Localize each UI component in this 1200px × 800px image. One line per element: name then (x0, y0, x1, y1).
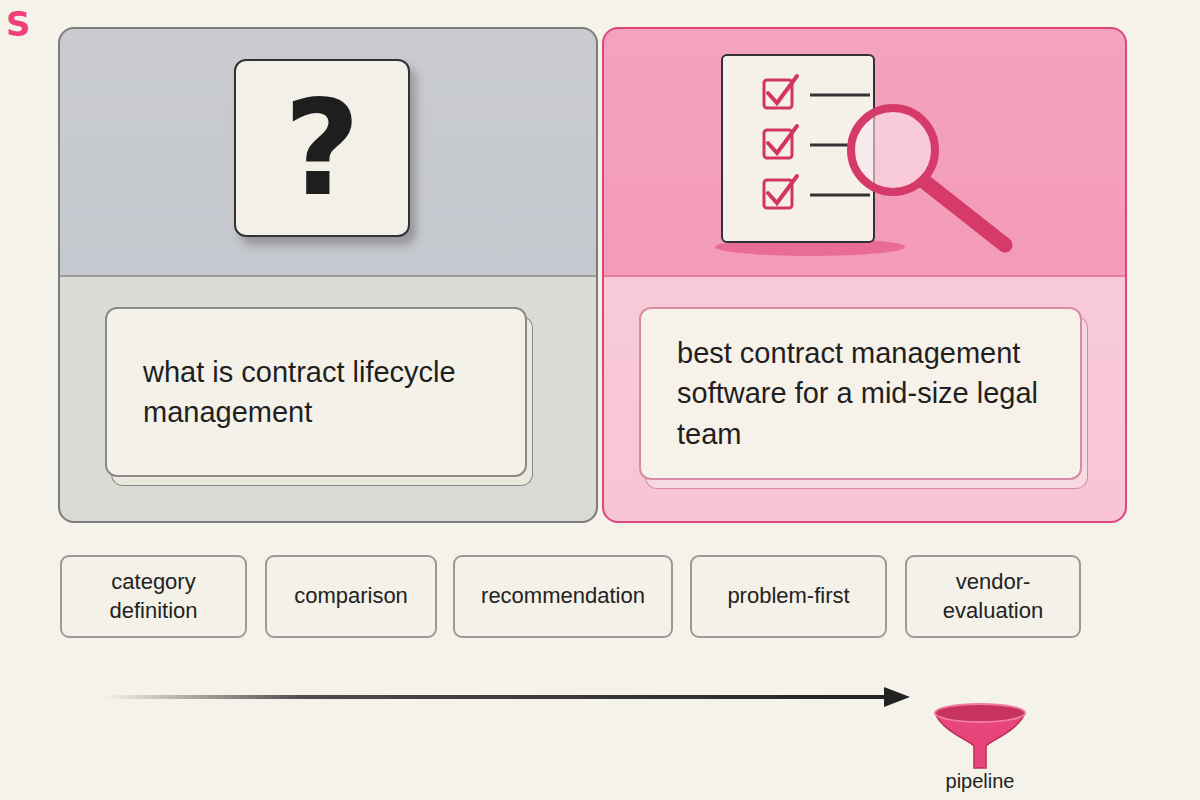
arrow-head (884, 687, 910, 707)
pipeline-funnel: pipeline (925, 700, 1035, 798)
query-card: what is contract lifecycle management (105, 307, 527, 477)
checkbox (764, 180, 792, 208)
check-mark (768, 176, 797, 203)
node-text: category definition (82, 568, 225, 625)
stage-chip: comparison (265, 555, 437, 638)
check-mark (768, 126, 797, 153)
node-text: recommendation (481, 582, 645, 611)
node-text: best contract management software for a … (677, 333, 1050, 453)
stage-chip: category definition (60, 555, 247, 638)
node-text: problem-first (727, 582, 849, 611)
node-text: comparison (294, 582, 408, 611)
query-card: best contract management software for a … (639, 307, 1082, 480)
brand-logo: S (6, 4, 31, 44)
paper-shadow (715, 238, 905, 256)
checkbox (764, 130, 792, 158)
node-text: what is contract lifecycle management (143, 352, 495, 432)
magnifier-lens (851, 108, 935, 192)
checkbox (764, 80, 792, 108)
text-line (810, 194, 870, 197)
node-text: ? (284, 71, 361, 225)
question-tile: ? (234, 59, 410, 237)
funnel-shape (925, 700, 1035, 772)
intent-panel: best contract management software for a … (602, 27, 1127, 523)
progress-arrow (105, 695, 888, 699)
stage-chip: vendor-evaluation (905, 555, 1081, 638)
funnel-label: pipeline (925, 770, 1035, 793)
node-text: vendor-evaluation (925, 568, 1061, 625)
text-line (810, 94, 870, 97)
stage-chip: problem-first (690, 555, 887, 638)
stage-chip: recommendation (453, 555, 673, 638)
checklist-rows (764, 76, 870, 208)
topic-panel: ? what is contract lifecycle management (58, 27, 598, 523)
text-line (810, 144, 850, 147)
check-mark (768, 76, 797, 103)
magnifier-handle (925, 182, 1005, 245)
checklist-paper (722, 55, 874, 242)
funnel-rim (935, 704, 1025, 722)
